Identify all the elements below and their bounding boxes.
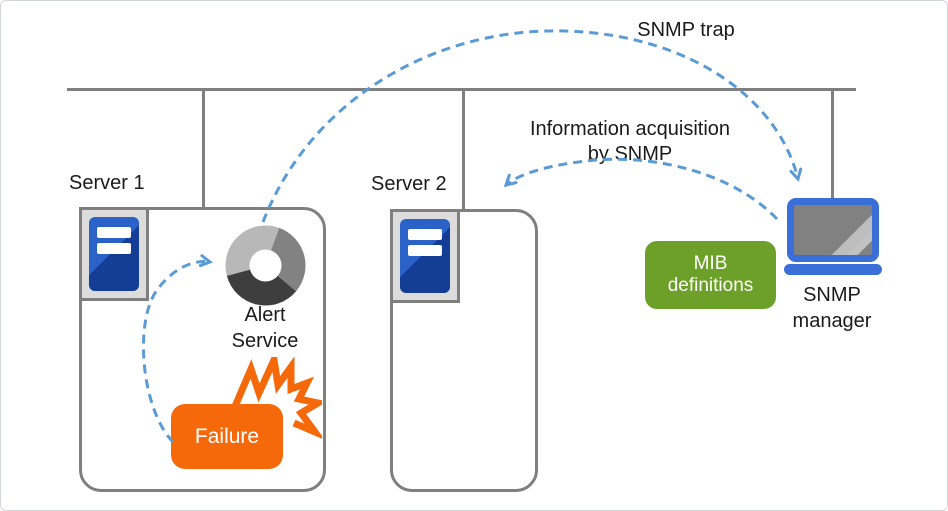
server-drive-bar	[97, 243, 131, 254]
info-acquisition-arrow	[503, 157, 779, 221]
info-acquisition-label: Information acquisition by SNMP	[506, 117, 754, 167]
server1-label: Server 1	[69, 172, 145, 194]
alert-service-label: Alert Service	[204, 302, 326, 354]
server-drive-bar	[408, 245, 442, 256]
server1-icon	[79, 207, 149, 301]
mib-definitions-box: MIB definitions	[645, 241, 776, 309]
server2-connector-line	[462, 91, 465, 211]
laptop-base	[784, 264, 882, 275]
alert-service-label-line2: Service	[231, 330, 299, 352]
alert-service-label-line1: Alert	[244, 304, 286, 326]
spark-burst-icon	[230, 357, 322, 439]
info-acquisition-label-line1: Information acquisition	[529, 118, 731, 140]
server1-connector-line	[202, 91, 205, 209]
server-tower-face	[89, 217, 139, 291]
server-drive-bar	[97, 227, 131, 238]
snmp-manager-label: SNMP manager	[772, 282, 892, 334]
mib-label-line2: definitions	[667, 275, 754, 296]
snmp-manager-label-line1: SNMP	[803, 284, 861, 306]
server-tower-face	[400, 219, 450, 293]
server2-label: Server 2	[371, 173, 447, 195]
failure-box: Failure	[171, 404, 283, 469]
snmp-trap-label: SNMP trap	[637, 19, 735, 41]
server2-icon	[390, 209, 460, 303]
info-acquisition-label-line2: by SNMP	[587, 143, 673, 165]
snmp-manager-label-line2: manager	[792, 310, 872, 332]
mib-label-line1: MIB	[693, 253, 728, 274]
server-drive-bar	[408, 229, 442, 240]
failure-label: Failure	[194, 424, 260, 448]
alert-service-donut-icon	[225, 225, 306, 306]
manager-connector-line	[831, 91, 834, 199]
laptop-icon	[787, 198, 879, 262]
